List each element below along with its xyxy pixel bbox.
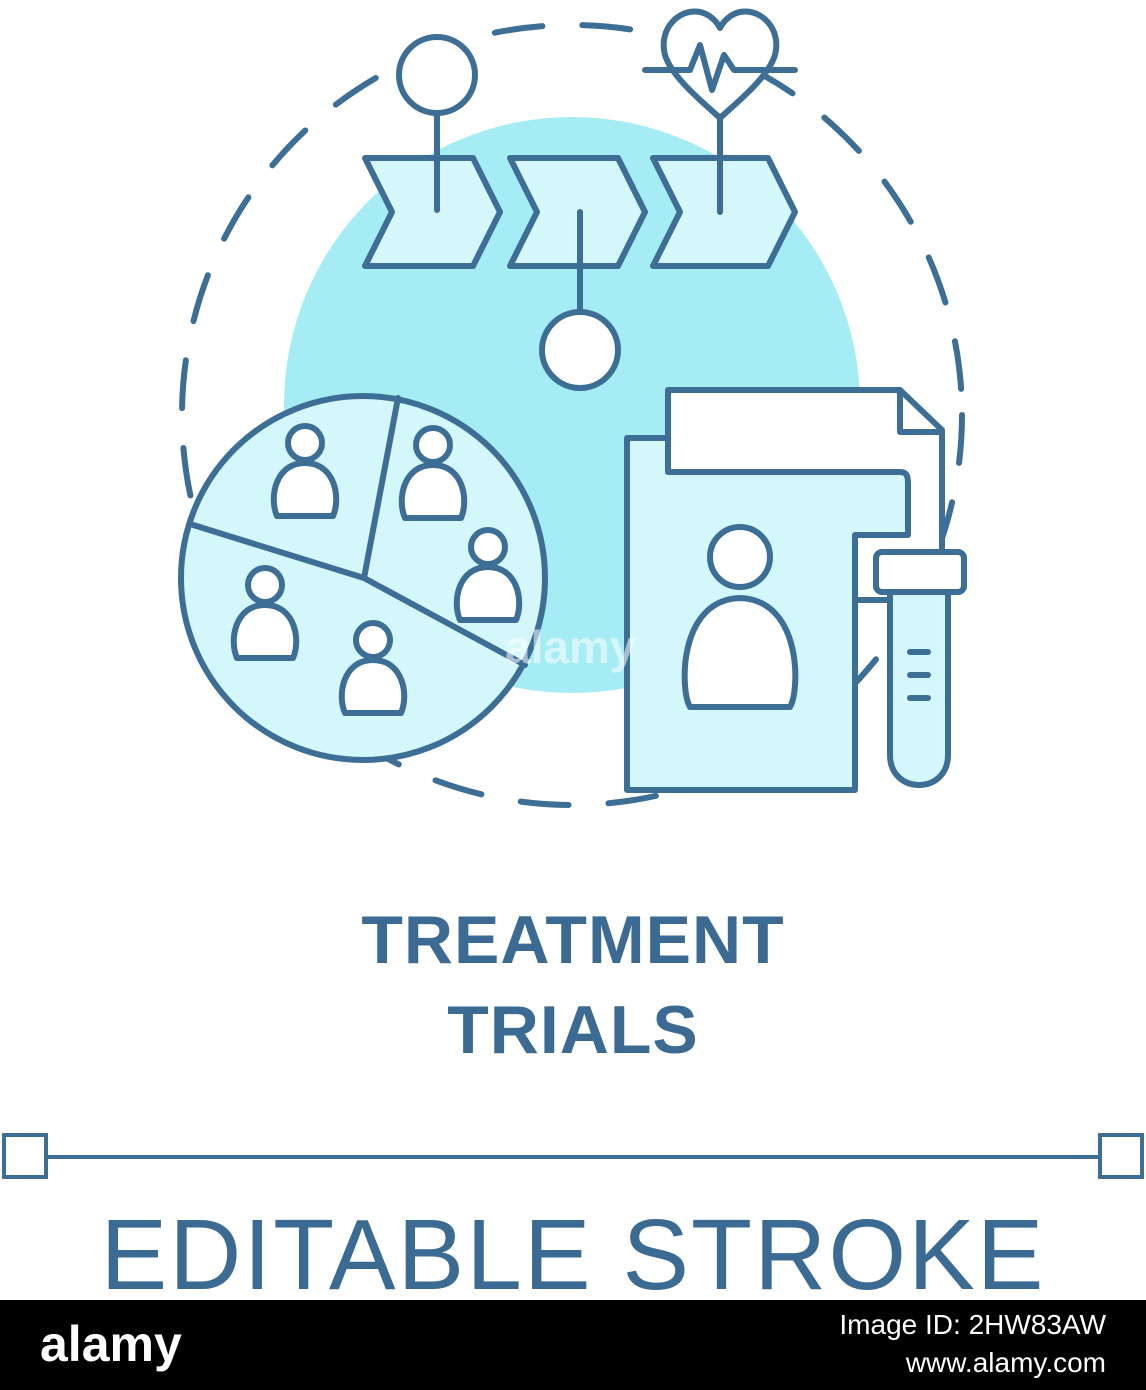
treatment-trials-icon xyxy=(178,8,967,808)
stroke-handle-right xyxy=(1098,1133,1144,1179)
patient-file-icon xyxy=(624,387,945,793)
title-line-2: TRIALS xyxy=(447,992,699,1068)
stock-footer: alamy Image ID: 2HW83AW www.alamy.com xyxy=(0,1300,1146,1390)
footer-image-id: Image ID: 2HW83AW xyxy=(839,1309,1106,1340)
title-line-1: TREATMENT xyxy=(361,902,785,978)
editable-stroke-guide xyxy=(2,1133,1144,1179)
heartbeat-icon xyxy=(642,8,798,121)
footer-site-link[interactable]: www.alamy.com xyxy=(905,1347,1106,1378)
stroke-handle-left xyxy=(2,1133,48,1179)
test-tube-icon xyxy=(873,549,967,788)
editable-stroke-caption: EDITABLE STROKE xyxy=(100,1199,1046,1311)
watermark-text: alamy xyxy=(505,621,636,673)
dashed-ring xyxy=(179,22,965,808)
patient-groups-pie-icon xyxy=(178,393,548,763)
footer-logo: alamy xyxy=(40,1316,182,1372)
arrow-timeline-icon xyxy=(362,34,798,391)
